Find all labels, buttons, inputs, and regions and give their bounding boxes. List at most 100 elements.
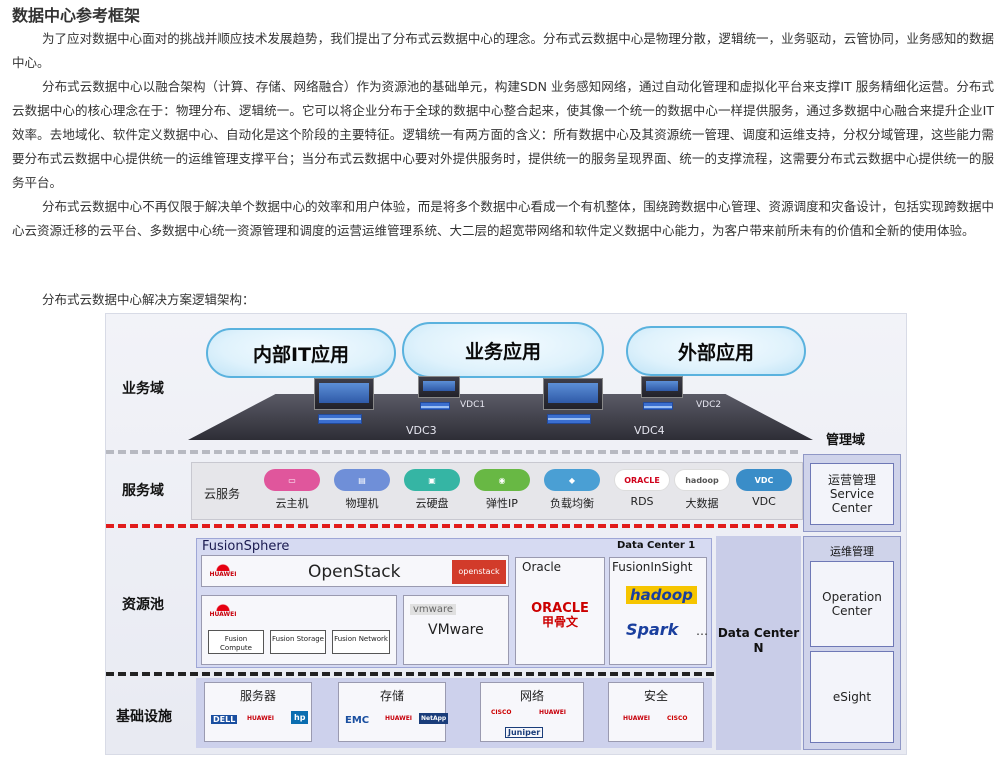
service-name: 云硬盘: [415, 497, 449, 510]
service-name: 弹性IP: [486, 497, 518, 510]
data-center-n-label: Data Center N: [717, 626, 800, 655]
architecture-diagram: 业务域 服务域 资源池 基础设施 内部IT应用 业务应用 外部应用 VDC1 V…: [105, 313, 907, 755]
juniper-logo: Juniper: [505, 727, 544, 738]
infra-security-box: 安全 HUAWEI CISCO: [608, 682, 704, 742]
vdc4-server-icon: [543, 378, 603, 410]
service-vdc: VDC VDC: [734, 469, 794, 513]
service-name: 大数据: [685, 497, 719, 510]
hp-logo: hp: [291, 711, 309, 724]
vdc2-server-icon: [641, 376, 683, 398]
fusioninsight-title: FusionInSight: [612, 560, 693, 574]
openstack-logo: openstack: [452, 560, 506, 584]
service-big-data: hadoop 大数据: [672, 469, 732, 513]
service-elastic-ip: ◉ 弹性IP: [472, 469, 532, 513]
ops-mgmt-title: 运营管理: [827, 473, 876, 487]
openstack-label: OpenStack: [308, 562, 401, 582]
emc-logo: EMC: [345, 715, 370, 726]
separator-resource-infra: [106, 672, 798, 676]
ellipsis: …: [696, 624, 708, 638]
vdc3-storage-icon: [318, 414, 362, 424]
vdc3-server-icon: [314, 378, 374, 410]
operation-center-label: Operation Center: [822, 590, 882, 618]
huawei-fusion-box: HUAWEI Fusion Compute Fusion Storage Fus…: [201, 595, 397, 665]
netapp-logo: NetApp: [419, 713, 449, 724]
service-name: 云主机: [275, 497, 309, 510]
service-name: RDS: [630, 495, 654, 508]
huawei-logo: HUAWEI: [208, 600, 238, 618]
operations-management-panel: 运营管理 Service Center: [803, 454, 901, 532]
vdc3-label: VDC3: [406, 424, 437, 437]
oracle-logo: ORACLE 甲骨文: [531, 601, 589, 630]
service-center-box: 运营管理 Service Center: [810, 463, 894, 525]
infra-label: 服务器: [239, 689, 276, 703]
service-cloud-disk: ▣ 云硬盘: [402, 469, 462, 513]
elastic-ip-icon: ◉: [474, 469, 530, 491]
separator-business-service: [106, 450, 798, 454]
spark-logo: Spark: [626, 620, 679, 639]
oracle-logo: ORACLE: [614, 469, 670, 491]
huawei-logo: HUAWEI: [539, 709, 567, 716]
load-balance-icon: ◆: [544, 469, 600, 491]
paragraph-3: 分布式云数据中心不再仅限于解决单个数据中心的效率和用户体验，而是将多个数据中心看…: [12, 199, 994, 238]
business-domain-label: 业务域: [122, 381, 164, 397]
fusion-compute-box: Fusion Compute: [208, 630, 264, 654]
hadoop-logo: hadoop: [626, 586, 697, 604]
vdc2-label: VDC2: [696, 400, 722, 410]
infra-label: 存储: [379, 689, 404, 703]
operation-center-box: Operation Center: [810, 561, 894, 647]
infra-label: 网络: [519, 689, 544, 703]
fusion-storage-box: Fusion Storage: [270, 630, 326, 654]
diagram-caption: 分布式云数据中心解决方案逻辑架构：: [42, 292, 255, 307]
infra-server-box: 服务器 DELL HUAWEI hp: [204, 682, 312, 742]
vdc-icon: VDC: [736, 469, 792, 491]
data-center-n-panel: Data Center N: [716, 536, 801, 750]
vdc1-server-icon: [418, 376, 460, 398]
infra-label: 安全: [643, 689, 668, 703]
fusioninsight-box: FusionInSight hadoop Spark …: [609, 557, 708, 665]
openstack-box: HUAWEI OpenStack openstack: [201, 555, 509, 587]
service-physical-machine: ▤ 物理机: [332, 469, 392, 513]
cloud-service-panel: 云服务 ▭ 云主机 ▤ 物理机 ▣ 云硬盘 ◉ 弹性IP ◆ 负载均衡 ORAC…: [191, 462, 803, 520]
cloud-host-icon: ▭: [264, 469, 320, 491]
management-domain-label: 管理域: [826, 433, 866, 448]
vmware-label: VMware: [428, 622, 484, 638]
paragraph-1: 为了应对数据中心面对的挑战并顺应技术发展趋势，我们提出了分布式云数据中心的理念。…: [12, 31, 994, 70]
vmware-logo: vmware: [410, 604, 457, 615]
separator-service-resource: [106, 524, 798, 528]
service-rds: ORACLE RDS: [612, 469, 672, 513]
service-name: 负载均衡: [550, 497, 594, 510]
dell-logo: DELL: [211, 715, 238, 724]
infrastructure-panel: 服务器 DELL HUAWEI hp 存储 EMC HUAWEI NetApp …: [196, 678, 712, 748]
cloud-service-label: 云服务: [204, 487, 241, 501]
fusionsphere-title: FusionSphere: [202, 539, 290, 554]
huawei-logo: HUAWEI: [247, 715, 275, 722]
esight-label: eSight: [832, 690, 872, 704]
om-mgmt-title: 运维管理: [830, 545, 874, 558]
data-center-1-label: Data Center 1: [617, 540, 696, 551]
vdc4-storage-icon: [547, 414, 591, 424]
fusion-network-box: Fusion Network: [332, 630, 390, 654]
service-cloud-host: ▭ 云主机: [262, 469, 322, 513]
resource-domain-label: 资源池: [122, 597, 164, 613]
huawei-logo: HUAWEI: [385, 715, 413, 722]
cloud-internal-it: 内部IT应用: [206, 328, 396, 378]
oracle-box: Oracle ORACLE 甲骨文: [515, 557, 605, 665]
esight-box: eSight: [810, 651, 894, 743]
service-name: VDC: [752, 495, 776, 508]
oracle-title: Oracle: [522, 560, 562, 574]
vmware-box: vmware VMware: [403, 595, 509, 665]
hadoop-logo: hadoop: [674, 469, 730, 491]
vdc1-label: VDC1: [460, 400, 486, 410]
huawei-logo: HUAWEI: [208, 560, 238, 578]
cloud-disk-icon: ▣: [404, 469, 460, 491]
service-center-label: Service Center: [829, 487, 875, 515]
infra-storage-box: 存储 EMC HUAWEI NetApp: [338, 682, 449, 742]
infra-network-box: 网络 CISCO HUAWEI Juniper: [480, 682, 584, 742]
vdc4-label: VDC4: [634, 424, 665, 437]
vdc-platform: [188, 394, 813, 440]
paragraph-2: 分布式云数据中心以融合架构（计算、存储、网络融合）作为资源池的基础单元，构建SD…: [12, 79, 994, 190]
article-title: 数据中心参考框架: [12, 6, 141, 25]
service-domain-label: 服务域: [122, 483, 164, 499]
service-name: 物理机: [345, 497, 379, 510]
cloud-external-app: 外部应用: [626, 326, 806, 376]
